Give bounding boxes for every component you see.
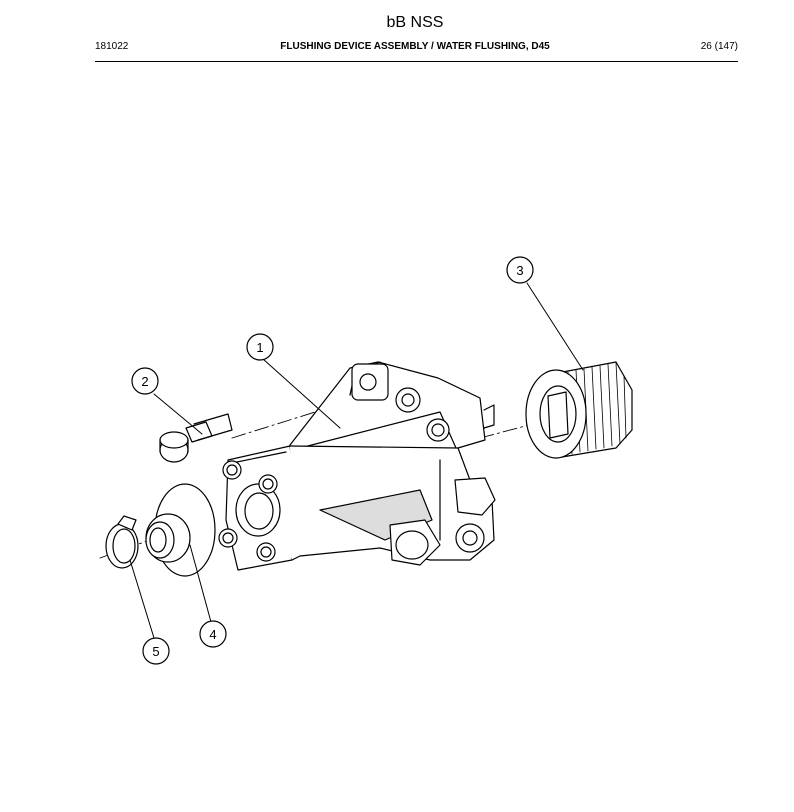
callout-1-label: 1 — [256, 340, 263, 355]
document-number: 181022 — [95, 41, 129, 52]
main-housing-part — [218, 361, 496, 571]
document-title: bB NSS — [386, 14, 444, 31]
leader-lines — [129, 282, 584, 639]
coupling-gear-part — [525, 361, 633, 459]
clamp-part — [105, 515, 139, 569]
callout-2: 2 — [131, 367, 159, 395]
seal-ring-part — [145, 483, 216, 577]
callout-5-label: 5 — [152, 644, 159, 659]
callout-4: 4 — [199, 620, 227, 648]
callout-2-label: 2 — [141, 374, 148, 389]
bolt-part — [159, 413, 233, 463]
callout-4-label: 4 — [209, 627, 216, 642]
header-rule — [95, 61, 738, 62]
callout-3: 3 — [506, 256, 534, 284]
callout-5: 5 — [142, 637, 170, 665]
callout-1: 1 — [246, 333, 274, 361]
page-number: 26 (147) — [700, 41, 738, 52]
section-title: FLUSHING DEVICE ASSEMBLY / WATER FLUSHIN… — [280, 41, 550, 52]
callout-3-label: 3 — [516, 263, 523, 278]
